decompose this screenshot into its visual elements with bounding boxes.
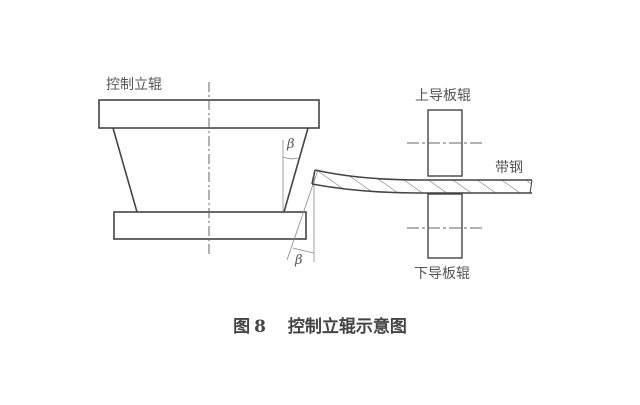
label-angle-upper: β xyxy=(287,137,295,152)
vertical-roll-bottom-flange xyxy=(113,211,307,240)
upper-angle-arc xyxy=(282,156,299,160)
vertical-roll-right-side xyxy=(283,127,309,213)
caption-prefix: 图 xyxy=(233,317,251,337)
vertical-roll-left-side xyxy=(112,127,138,213)
label-control-vertical-roll: 控制立辊 xyxy=(106,77,162,93)
lower-angle-inclined-line xyxy=(286,169,319,261)
caption-title: 控制立辊示意图 xyxy=(287,317,407,337)
label-angle-lower: β xyxy=(295,253,303,268)
label-strip-steel: 带钢 xyxy=(495,160,523,176)
caption-number: 8 xyxy=(254,317,266,337)
lower-angle-arc xyxy=(292,247,315,254)
label-lower-guide-roll: 下导板辊 xyxy=(414,266,470,282)
label-upper-guide-roll: 上导板辊 xyxy=(415,88,471,104)
lower-guide-roll xyxy=(427,193,463,259)
